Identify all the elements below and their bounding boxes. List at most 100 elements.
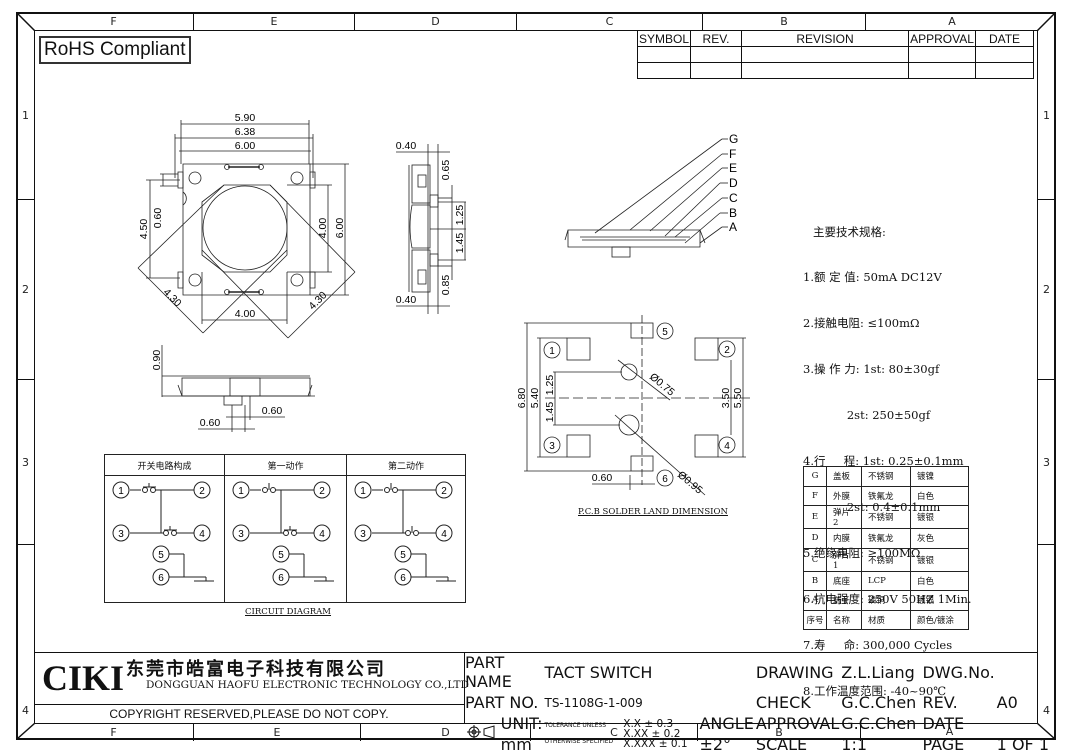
circuit-panel-3: 1 2 3 4 5 6 <box>346 475 466 603</box>
tolerance-label: TOLERANCE UNLESS OTHERWISE SPECIFIED <box>543 713 620 755</box>
mat-header-name: 名称 <box>826 609 862 630</box>
mat-code: A <box>803 590 827 611</box>
spec-line: 7.寿 命: 300,000 Cycles <box>803 637 953 652</box>
mat-material: 铁氟龙 <box>861 485 911 506</box>
pcb-land-drawing: 1 2 3 4 5 6 6.80 5.40 1.25 1.45 3.50 5.5… <box>516 315 750 497</box>
exploded-view-drawing: G F E D C B A <box>564 132 738 258</box>
mat-header-code: 序号 <box>803 609 827 630</box>
check-label: CHECK <box>755 693 811 712</box>
page-label: PAGE <box>922 735 965 754</box>
zone-top-a: A <box>948 15 956 28</box>
rev-label: REV. <box>922 693 958 712</box>
rev-header-date: DATE <box>975 30 1034 47</box>
check-value: G.C.Chen <box>841 693 917 712</box>
part-label-a: A <box>729 220 737 234</box>
rev-cell <box>637 62 691 79</box>
rev-cell <box>908 46 976 63</box>
dim-4-50: 4.50 <box>138 219 150 240</box>
zone-top-d: D <box>355 13 517 30</box>
company-block: CIKI 东莞市皓富电子科技有限公司 DONGGUAN HAOFU ELECTR… <box>34 652 469 705</box>
title-block <box>34 652 1038 725</box>
side-view-drawing: 0.40 0.65 1.25 1.45 0.85 0.40 <box>396 140 466 314</box>
revision-header-row: SYMBOL REV. REVISION APPROVAL DATE <box>637 30 1034 47</box>
revision-row <box>637 62 1034 79</box>
page-value: 1 OF 1 <box>996 735 1049 754</box>
pad-label-2: 2 <box>724 345 730 356</box>
third-angle-projection-icon <box>467 725 495 739</box>
drawing-value: Z.L.Liang <box>841 662 915 682</box>
pad-label-5: 5 <box>662 327 668 338</box>
mat-finish: 白色 <box>910 485 969 506</box>
zone-left-4: 4 <box>22 704 29 717</box>
circuit-diagram-structure: 1 2 3 4 5 6 <box>112 481 214 586</box>
part-label-d: D <box>729 176 738 190</box>
mat-code: F <box>803 485 827 506</box>
mat-material: LCP <box>861 570 911 591</box>
mat-material: 不锈钢 <box>861 547 911 572</box>
spec-title: 主要技术规格: <box>813 224 886 239</box>
tolerance-label-line2: OTHERWISE SPECIFIED <box>544 738 614 745</box>
mat-finish: 灰色 <box>910 528 969 549</box>
dim-pcb-1-25: 1.25 <box>544 375 556 396</box>
node-3: 3 <box>118 529 124 540</box>
tolerance-label-line1: TOLERANCE UNLESS <box>544 722 607 729</box>
mat-finish: 镀银 <box>910 505 969 529</box>
node-5: 5 <box>278 550 284 561</box>
front-view-drawing: 0.90 0.60 0.60 <box>151 345 315 432</box>
node-2: 2 <box>441 486 447 497</box>
dim-phi-0-75: Ø0.75 <box>647 371 677 399</box>
angle-label: ANGLE <box>699 714 754 733</box>
spec-list: 主要技术规格: 1.额 定 值: 50mA DC12V 2.接触电阻: ≤100… <box>803 194 972 714</box>
mat-material: 不锈钢 <box>861 466 911 487</box>
title-info-table: PART NAME TACT SWITCH DRAWING Z.L.Liang … <box>464 652 1072 755</box>
pcb-caption: P.C.B SOLDER LAND DIMENSION <box>578 507 728 517</box>
rev-header-approval: APPROVAL <box>908 30 976 47</box>
scale-label: SCALE <box>755 735 808 754</box>
node-2: 2 <box>199 486 205 497</box>
node-2: 2 <box>319 486 325 497</box>
part-label-c: C <box>729 191 738 205</box>
rev-cell <box>741 62 909 79</box>
zone-bottom-b: B <box>698 724 861 741</box>
rev-cell <box>690 46 742 63</box>
dim-4-30-left: 4.30 <box>161 286 184 309</box>
zone-bottom-e: E <box>194 724 361 741</box>
dim-0-90: 0.90 <box>151 350 163 371</box>
mat-name: 盖板 <box>826 466 862 487</box>
dwg-no-label: DWG.No. <box>922 662 995 682</box>
part-no-label: PART NO. <box>465 693 539 712</box>
spec-line: 3.操 作 力: 1st: 80±30gf <box>803 362 940 377</box>
node-3: 3 <box>238 529 244 540</box>
mat-material: 磷铜 <box>861 590 911 611</box>
spec-line: 2st: 250±50gf <box>803 408 931 423</box>
copyright-notice: COPYRIGHT RESERVED,PLEASE DO NOT COPY. <box>34 705 465 724</box>
mat-name: 弹片2 <box>826 505 862 529</box>
zone-right-4: 4 <box>1043 704 1050 717</box>
mat-material: 铁氟龙 <box>861 528 911 549</box>
zone-right-3: 3 <box>1038 380 1055 545</box>
rev-value: A0 <box>996 693 1018 712</box>
zone-right-1: 1 <box>1038 31 1055 200</box>
dim-0-85: 0.85 <box>440 275 452 296</box>
rohs-badge: RoHS Compliant <box>39 36 191 64</box>
zone-bottom-f: F <box>34 724 194 741</box>
zone-left-1: 1 <box>17 31 34 200</box>
date-value <box>996 713 1072 734</box>
zone-bottom-c: C <box>531 724 698 741</box>
pad-label-3: 3 <box>549 441 555 452</box>
dim-0-60-left: 0.60 <box>200 417 221 429</box>
zone-left-2: 2 <box>17 200 34 380</box>
part-name-label: PART NAME <box>465 653 512 691</box>
dwg-no-value <box>996 652 1072 692</box>
part-no-value: TS-1108G-1-009 <box>544 695 643 710</box>
projection-symbol <box>464 713 500 755</box>
node-6: 6 <box>158 573 164 584</box>
unit-label: UNIT: <box>500 714 543 733</box>
unit-value: mm <box>500 735 532 754</box>
brand-logo: CIKI <box>42 658 125 698</box>
